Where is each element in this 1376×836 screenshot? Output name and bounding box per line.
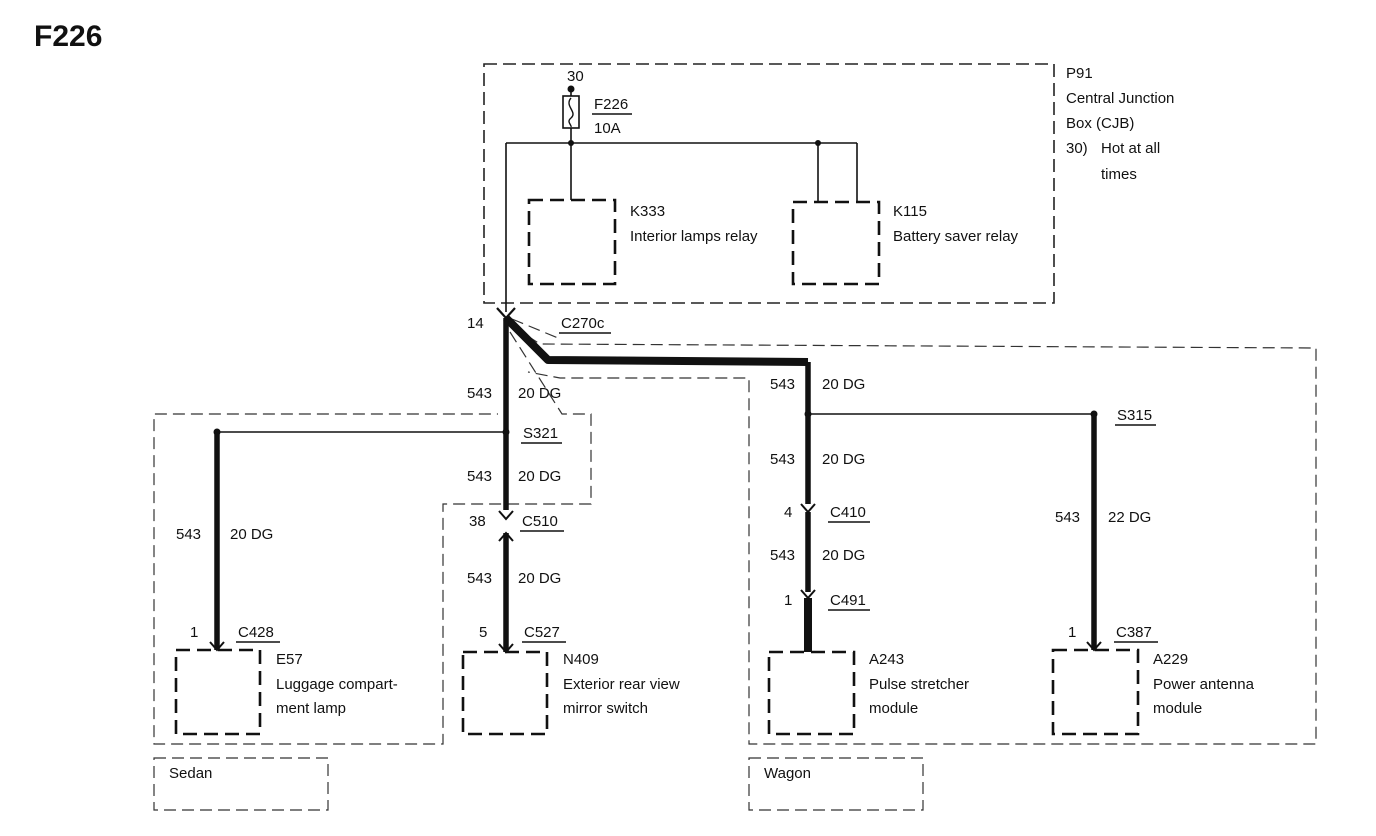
e57-component (174, 648, 262, 736)
feed-circuit-label: 30 (567, 68, 584, 85)
c410-pin: 4 (784, 504, 792, 521)
c387-terminal-icon (1086, 641, 1102, 652)
c491-pin: 1 (784, 592, 792, 609)
fuse-symbol (562, 95, 580, 129)
c410-down-circuit: 543 (770, 547, 795, 564)
wagon-down-gauge: 20 DG (822, 451, 865, 468)
fuse-id: F226 (594, 96, 628, 113)
a229-line1: Power antenna (1153, 676, 1255, 693)
a229-line2: module (1153, 700, 1202, 717)
wagon-down-circuit: 543 (770, 451, 795, 468)
trunk-left-gauge: 20 DG (518, 385, 561, 402)
n409-line1: Exterior rear view (563, 676, 680, 693)
wagon-variant-box (748, 757, 924, 811)
trunk-left-circuit: 543 (467, 385, 492, 402)
a243-line1: Pulse stretcher (869, 676, 969, 693)
c410-terminal-icon (800, 503, 816, 514)
relay-k115-name: Battery saver relay (893, 228, 1019, 245)
a243-component (767, 650, 856, 736)
sedan-harness-outline (153, 331, 592, 745)
e57-feed-gauge: 20 DG (230, 526, 273, 543)
c428-pin: 1 (190, 624, 198, 641)
a243-line2: module (869, 700, 918, 717)
e57-id: E57 (276, 651, 303, 668)
cjb-note-line2: times (1101, 166, 1137, 183)
s321-down-circuit: 543 (467, 468, 492, 485)
c270c-leader (511, 318, 559, 339)
cjb-label-line2: Box (CJB) (1066, 115, 1134, 132)
c387-id: C387 (1116, 624, 1152, 641)
c527-pin: 5 (479, 624, 487, 641)
wagon-variant-label: Wagon (764, 765, 811, 782)
c491-id: C491 (830, 592, 866, 609)
trunk-right-gauge: 20 DG (822, 376, 865, 393)
relay-k115-id: K115 (893, 203, 927, 220)
sedan-variant-box (153, 757, 329, 811)
wagon-harness-outline (511, 325, 1317, 745)
c410-down-gauge: 20 DG (822, 547, 865, 564)
e57-line1: Luggage compart- (276, 676, 398, 693)
c428-id: C428 (238, 624, 274, 641)
s315-down-circuit: 543 (1055, 509, 1080, 526)
splice-s315-label: S315 (1117, 407, 1152, 424)
c510-pin: 38 (469, 513, 486, 530)
c270c-id: C270c (561, 315, 605, 332)
a229-component (1051, 648, 1140, 736)
fuse-element-icon (568, 97, 574, 128)
cjb-name: P91 (1066, 65, 1093, 82)
cjb-note-line1: Hot at all (1101, 140, 1160, 157)
c410-id: C410 (830, 504, 866, 521)
c510-down-circuit: 543 (467, 570, 492, 587)
c527-id: C527 (524, 624, 560, 641)
e57-line2: ment lamp (276, 700, 346, 717)
s321-down-gauge: 20 DG (518, 468, 561, 485)
e57-feed-circuit: 543 (176, 526, 201, 543)
cjb-box (483, 63, 1055, 304)
sedan-variant-label: Sedan (169, 765, 212, 782)
cjb-note-key: 30) (1066, 140, 1088, 157)
relay-k333-name: Interior lamps relay (630, 228, 758, 245)
page-title: F226 (34, 20, 102, 53)
splice-s321-label: S321 (523, 425, 558, 442)
c510-down-gauge: 20 DG (518, 570, 561, 587)
c387-pin: 1 (1068, 624, 1076, 641)
fuse-rating: 10A (594, 120, 621, 137)
n409-component (461, 650, 549, 736)
relay-k333-symbol (527, 198, 617, 286)
n409-line2: mirror switch (563, 700, 648, 717)
c428-terminal-icon (209, 641, 225, 652)
cjb-label-line1: Central Junction (1066, 90, 1174, 107)
n409-id: N409 (563, 651, 599, 668)
s315-down-gauge: 22 DG (1108, 509, 1151, 526)
a229-id: A229 (1153, 651, 1188, 668)
a243-id: A243 (869, 651, 904, 668)
trunk-right-circuit: 543 (770, 376, 795, 393)
c270c-pin: 14 (467, 315, 484, 332)
c510-id: C510 (522, 513, 558, 530)
relay-k115-symbol (791, 200, 881, 286)
relay-k333-id: K333 (630, 203, 665, 220)
trunk-wire-right (503, 315, 809, 366)
